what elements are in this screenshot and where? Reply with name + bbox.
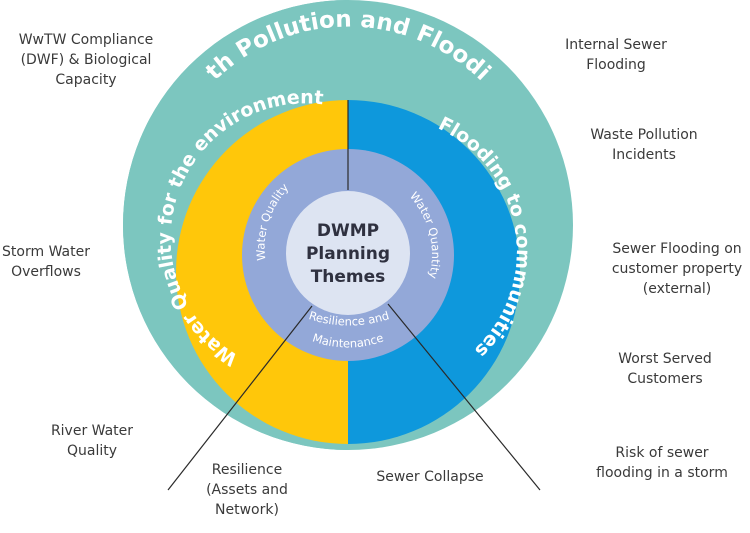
label-resilience-assets-network: Resilience (Assets and Network) bbox=[206, 462, 288, 518]
inner-bottom-line2-text: Maintenance bbox=[311, 331, 385, 351]
label-sewer-collapse: Sewer Collapse bbox=[376, 469, 484, 485]
inner-bottom-label-line2: Maintenance bbox=[311, 331, 385, 351]
inner-bottom-label-line1: Resilience and bbox=[307, 308, 390, 328]
center-title-line2: Planning bbox=[306, 244, 390, 264]
pointer-line-right bbox=[387, 303, 541, 491]
label-waste-pollution-incidents: Waste Pollution Incidents bbox=[590, 127, 698, 163]
pointer-line-left bbox=[167, 305, 313, 491]
center-circle bbox=[286, 191, 410, 315]
label-wwtw-compliance: WwTW Compliance (DWF) & Biological Capac… bbox=[18, 32, 154, 88]
label-storm-water-overflows: Storm Water Overflows bbox=[2, 244, 90, 280]
label-risk-sewer-flooding-storm: Risk of sewer flooding in a storm bbox=[596, 445, 728, 481]
label-river-water-quality: River Water Quality bbox=[50, 423, 134, 459]
inner-bottom-line1-text: Resilience and bbox=[307, 308, 390, 328]
label-worst-served-customers: Worst Served Customers bbox=[618, 351, 712, 387]
center-title-line1: DWMP bbox=[317, 221, 379, 241]
label-sewer-flooding-customer: Sewer Flooding on customer property (ext… bbox=[611, 241, 743, 297]
center-title-line3: Themes bbox=[311, 267, 386, 287]
label-internal-sewer-flooding: Internal Sewer Flooding bbox=[565, 37, 667, 73]
